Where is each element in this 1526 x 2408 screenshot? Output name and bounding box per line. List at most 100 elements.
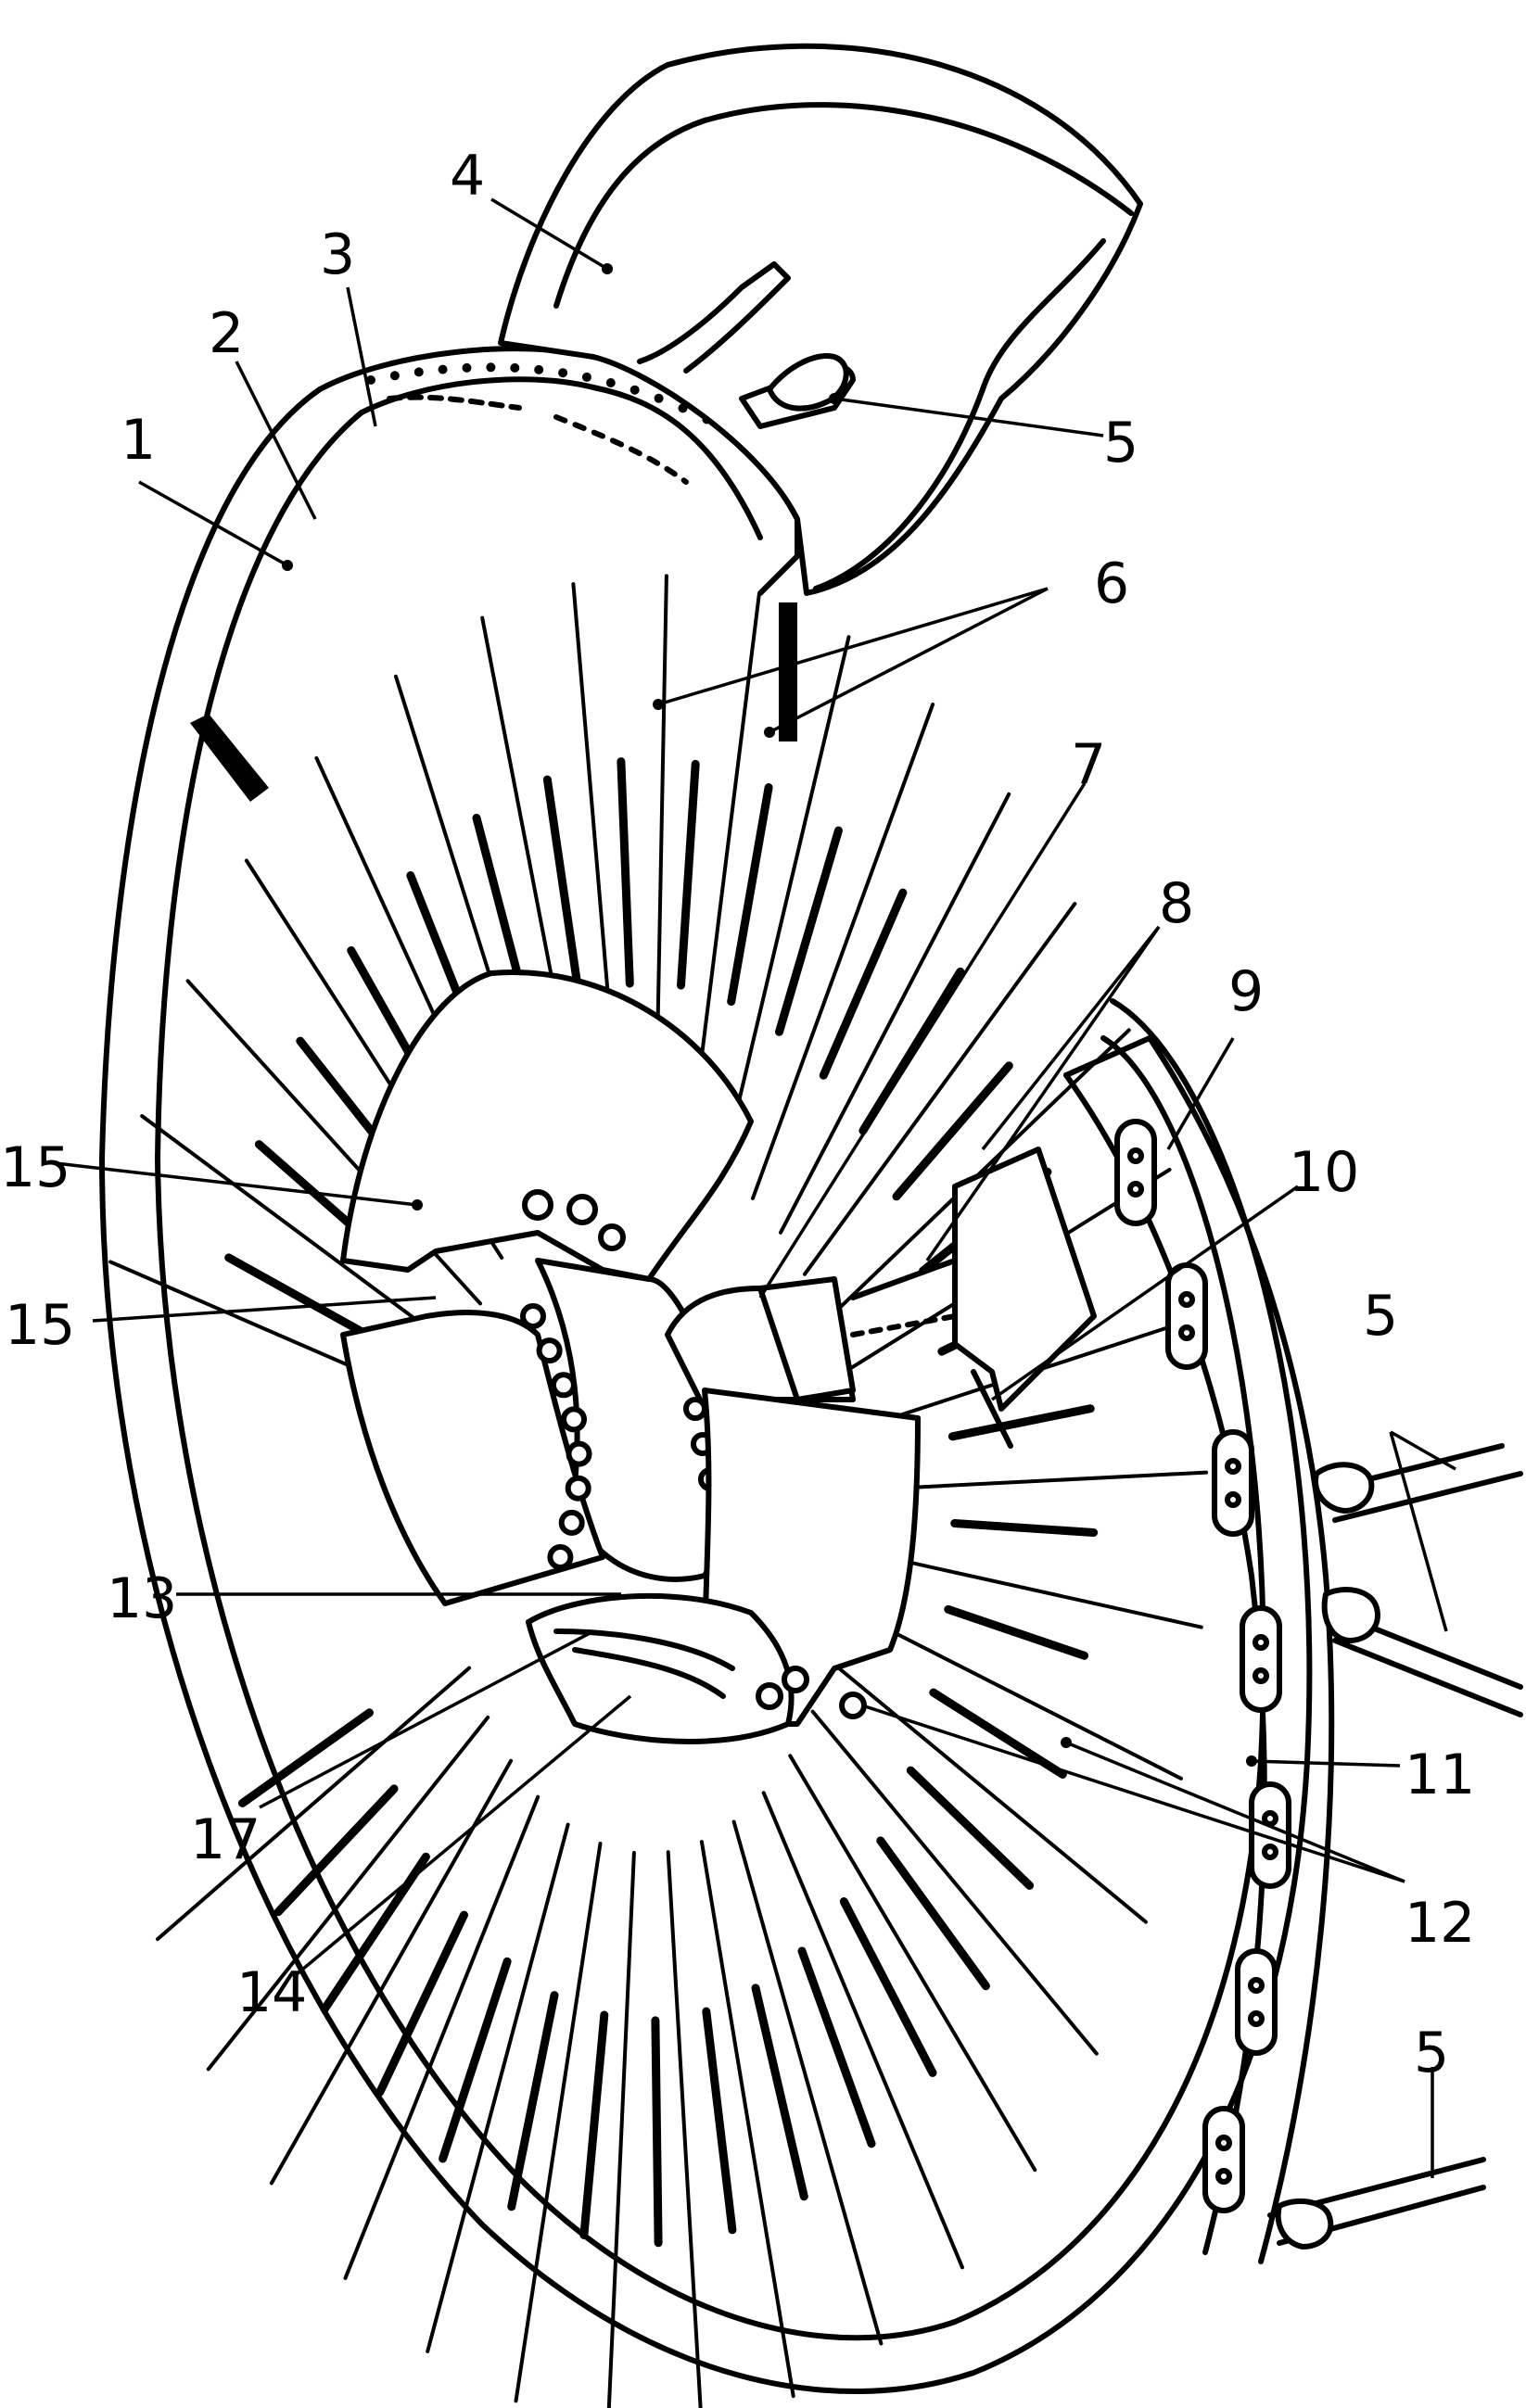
label-12: 12 bbox=[1405, 1891, 1475, 1956]
label-5-lower: 5 bbox=[1414, 2021, 1449, 2085]
plate-edge bbox=[810, 1709, 1099, 2056]
label-2: 2 bbox=[209, 301, 244, 366]
hub-bolt-hole bbox=[547, 1544, 574, 1570]
label-13: 13 bbox=[107, 1566, 177, 1631]
frame-slot-bolt bbox=[1127, 1147, 1144, 1164]
plate-slot bbox=[876, 1836, 990, 1991]
plate-slot bbox=[944, 1604, 1088, 1660]
band-perforation bbox=[486, 362, 496, 373]
plate-edge bbox=[606, 1851, 636, 2408]
band-perforation bbox=[534, 364, 544, 374]
plate-slot bbox=[727, 783, 773, 1007]
frame-slot-bolt bbox=[1248, 2010, 1265, 2027]
band-perforation bbox=[413, 367, 424, 377]
plate-slot bbox=[375, 1910, 468, 2097]
bracket-8-10 bbox=[757, 1147, 1097, 1449]
frame-slot-bolt bbox=[1225, 1458, 1241, 1475]
frame-oval-slot bbox=[1240, 1605, 1282, 1713]
plate-slot bbox=[797, 1946, 876, 2148]
hub-bolt-hole bbox=[520, 1303, 546, 1329]
plate-edge bbox=[731, 1819, 884, 2346]
plate-slot bbox=[439, 1957, 512, 2163]
frame-slot-bolt bbox=[1178, 1291, 1195, 1308]
hub-plate-upper bbox=[340, 970, 754, 1282]
plate-slot bbox=[579, 2010, 609, 2239]
plate-slot bbox=[542, 775, 584, 1001]
plate-slot bbox=[858, 967, 965, 1135]
frame-slot-bolt bbox=[1253, 1667, 1269, 1684]
label-6: 6 bbox=[1094, 551, 1129, 616]
frame-oval-slot bbox=[1202, 2106, 1245, 2213]
frame-slot-bolt bbox=[1225, 1491, 1241, 1508]
frame-slot-bolt bbox=[1215, 2135, 1232, 2151]
band-perforation bbox=[438, 364, 448, 374]
plate-slot bbox=[677, 759, 700, 990]
plate-slot bbox=[947, 1404, 1095, 1441]
radial-plates bbox=[108, 574, 1209, 2408]
hub-bolt-hole bbox=[536, 1337, 563, 1364]
band-perforation bbox=[581, 372, 591, 382]
hub-bolt-hole bbox=[550, 1372, 577, 1399]
band-perforation bbox=[510, 362, 520, 373]
leader-lines bbox=[55, 197, 1456, 2178]
band-perforation bbox=[389, 371, 400, 381]
plate-slot bbox=[819, 888, 908, 1080]
plate-slot bbox=[273, 1784, 399, 1917]
frame-oval-slot bbox=[1235, 1948, 1278, 2056]
label-10: 10 bbox=[1289, 1140, 1359, 1205]
plate-edge bbox=[803, 902, 1077, 1276]
hub-bolt-hole bbox=[565, 1475, 591, 1502]
plate-edge bbox=[514, 1842, 603, 2403]
plate-edge bbox=[788, 1754, 1037, 2173]
label-3: 3 bbox=[320, 222, 355, 287]
hub-bolt-hole bbox=[566, 1440, 592, 1467]
plate-slot bbox=[892, 1061, 1013, 1201]
label-5-upper: 5 bbox=[1103, 411, 1138, 475]
label-17: 17 bbox=[190, 1807, 261, 1872]
hub-bolt-hole bbox=[561, 1406, 587, 1433]
frame-oval-slot bbox=[1114, 1119, 1157, 1226]
hub-bolt-hole bbox=[683, 1397, 707, 1421]
band-perforation bbox=[605, 378, 616, 387]
hatch-inserts bbox=[190, 602, 797, 802]
plate-edge bbox=[426, 1822, 570, 2353]
frame-slot-bolt bbox=[1248, 1977, 1265, 1994]
plate-slot bbox=[617, 757, 634, 988]
label-5-middle: 5 bbox=[1363, 1284, 1398, 1349]
plate-edge bbox=[719, 635, 851, 1175]
segment-plate-4 bbox=[498, 43, 1143, 596]
plate-edge bbox=[841, 1604, 1183, 1781]
band-perforation bbox=[462, 362, 472, 373]
frame-member-9 bbox=[1063, 1035, 1335, 2264]
plate-slot bbox=[839, 1897, 937, 2077]
plate-edge bbox=[761, 1791, 964, 2270]
frame-slot-bolt bbox=[1262, 1810, 1278, 1827]
outer-ring bbox=[99, 387, 1313, 2394]
label-4: 4 bbox=[450, 144, 485, 209]
label-14: 14 bbox=[236, 1960, 307, 2025]
plate-edge bbox=[829, 1659, 1148, 1924]
band-perforation bbox=[558, 368, 568, 378]
label-8: 8 bbox=[1159, 871, 1194, 936]
label-1: 1 bbox=[121, 408, 156, 473]
plate-edge bbox=[751, 703, 935, 1200]
plate-edge bbox=[779, 792, 1011, 1235]
frame-slot-bolt bbox=[1215, 2168, 1232, 2185]
label-9: 9 bbox=[1228, 959, 1264, 1024]
frame-slot-bolt bbox=[1127, 1181, 1144, 1198]
plate-slot bbox=[775, 826, 843, 1036]
plate-slot bbox=[224, 1253, 364, 1336]
hub-plate-lower bbox=[526, 1388, 921, 1744]
frame-slot-bolt bbox=[1253, 1634, 1269, 1651]
rods-5 bbox=[1267, 1443, 1523, 2250]
plate-edge bbox=[699, 1840, 795, 2399]
plate-slot bbox=[651, 2016, 663, 2248]
frame-slot-bolt bbox=[1262, 1844, 1278, 1860]
label-15-upper: 15 bbox=[0, 1135, 70, 1200]
plate-slot bbox=[507, 1991, 559, 2212]
band-perforation bbox=[654, 393, 664, 403]
plate-edge bbox=[666, 1850, 703, 2408]
plate-slot bbox=[950, 1519, 1099, 1537]
bracket-upper bbox=[637, 261, 856, 429]
